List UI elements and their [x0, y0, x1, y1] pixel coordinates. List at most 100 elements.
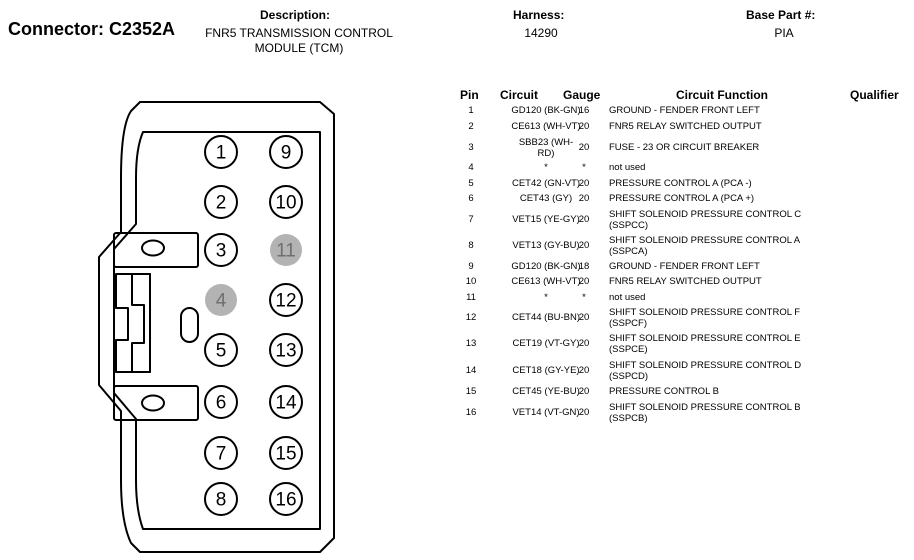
function-cell: GROUND - FENDER FRONT LEFT	[609, 261, 819, 272]
pin-circle-1	[204, 135, 238, 169]
circuit-cell-line: SBB23 (WH-	[518, 137, 574, 148]
circuit-cell-line: CET19 (VT-GY)	[512, 338, 580, 349]
pin-cell-line: 2	[468, 121, 474, 132]
gauge-cell-line: 20	[578, 142, 590, 153]
circuit-cell-line: CET45 (YE-BU)	[512, 386, 580, 397]
function-cell: FNR5 RELAY SWITCHED OUTPUT	[609, 276, 819, 287]
pin-cell-line: 14	[465, 365, 477, 376]
pin-cell: 5	[450, 178, 492, 189]
pin-cell: 1	[450, 105, 492, 116]
circuit-cell-line: VET14 (VT-GN)	[512, 407, 580, 418]
gauge-cell-line: 20	[578, 407, 590, 418]
pin-cell-line: 6	[468, 193, 474, 204]
function-cell: PRESSURE CONTROL A (PCA +)	[609, 193, 819, 204]
function-cell-line: SHIFT SOLENOID PRESSURE CONTROL A	[609, 235, 801, 246]
circuit-cell-line: *	[544, 292, 548, 303]
pin-cell-line: 10	[465, 276, 477, 287]
pin-circle-2	[204, 185, 238, 219]
function-cell: not used	[609, 162, 819, 173]
key-oval-upper	[141, 239, 165, 257]
circuit-cell: *	[476, 162, 616, 173]
connector-title: Connector: C2352A	[8, 19, 176, 39]
circuit-cell: CET45 (YE-BU)	[476, 386, 616, 397]
circuit-cell: VET14 (VT-GN)	[476, 407, 616, 418]
pin-cell-line: 7	[468, 214, 474, 225]
gauge-cell-line: 20	[578, 240, 590, 251]
function-cell-line: SHIFT SOLENOID PRESSURE CONTROL B	[609, 402, 801, 413]
pin-cell-line: 9	[468, 261, 474, 272]
pin-label-15: 15	[275, 444, 296, 465]
key-oval-center	[180, 307, 199, 343]
col-header-gauge: Gauge	[563, 88, 601, 102]
function-cell-line: SHIFT SOLENOID PRESSURE CONTROL F	[609, 307, 801, 318]
circuit-cell-line: CET42 (GN-VT)	[511, 178, 581, 189]
pin-circle-15	[269, 436, 303, 470]
function-cell: SHIFT SOLENOID PRESSURE CONTROL F(SSPCF)	[609, 307, 819, 329]
pin-circle-3	[204, 233, 238, 267]
harness-value: 14290	[524, 26, 558, 40]
circuit-cell-line: VET13 (GY-BU)	[512, 240, 580, 251]
pin-label-8: 8	[216, 490, 227, 511]
function-cell-line: PRESSURE CONTROL A (PCA -)	[609, 178, 752, 189]
circuit-cell-line: CE613 (WH-VT)	[511, 121, 581, 132]
col-header-qualifier: Qualifier	[850, 88, 899, 102]
gauge-cell-line: 20	[578, 365, 590, 376]
pin-cell-line: 3	[468, 142, 474, 153]
pin-cell-line: 1	[468, 105, 474, 116]
function-cell: FUSE - 23 OR CIRCUIT BREAKER	[609, 142, 819, 153]
gauge-cell: 20	[566, 142, 602, 153]
gauge-cell-line: 16	[578, 105, 590, 116]
gauge-cell: 20	[566, 407, 602, 418]
col-header-function: Circuit Function	[676, 88, 768, 102]
pin-label-13: 13	[275, 341, 296, 362]
pin-cell: 12	[450, 312, 492, 323]
base-part-value: PIA	[774, 26, 794, 40]
harness-label: Harness:	[513, 8, 565, 22]
description-value-line2: MODULE (TCM)	[254, 41, 344, 55]
function-cell: PRESSURE CONTROL A (PCA -)	[609, 178, 819, 189]
function-cell-line: FUSE - 23 OR CIRCUIT BREAKER	[609, 142, 760, 153]
pin-cell-line: 13	[465, 338, 477, 349]
circuit-cell-line: CET18 (GY-YE)	[512, 365, 580, 376]
function-cell-line: SHIFT SOLENOID PRESSURE CONTROL E	[609, 333, 801, 344]
circuit-cell-line: CET44 (BU-BN)	[511, 312, 581, 323]
gauge-cell-line: 20	[578, 193, 590, 204]
function-cell: SHIFT SOLENOID PRESSURE CONTROL C(SSPCC)	[609, 209, 819, 231]
pin-label-3: 3	[216, 241, 227, 262]
function-cell-line: (SSPCA)	[609, 246, 648, 257]
function-cell-line: not used	[609, 292, 646, 303]
pin-cell: 10	[450, 276, 492, 287]
function-cell-line: (SSPCE)	[609, 344, 648, 355]
pin-cell: 15	[450, 386, 492, 397]
gauge-cell: 20	[566, 365, 602, 376]
function-cell: SHIFT SOLENOID PRESSURE CONTROL A(SSPCA)	[609, 235, 819, 257]
function-cell-line: FNR5 RELAY SWITCHED OUTPUT	[609, 121, 762, 132]
key-oval-lower	[141, 394, 165, 412]
pin-label-2: 2	[216, 193, 227, 214]
pin-cell: 11	[450, 292, 492, 303]
circuit-cell: CET18 (GY-YE)	[476, 365, 616, 376]
circuit-cell-line: CE613 (WH-VT)	[511, 276, 581, 287]
circuit-cell-line: GD120 (BK-GN)	[511, 261, 581, 272]
pin-circle-5	[204, 333, 238, 367]
pin-circle-13	[269, 333, 303, 367]
pin-label-9: 9	[281, 143, 292, 164]
pin-cell: 14	[450, 365, 492, 376]
circuit-cell: CET44 (BU-BN)	[476, 312, 616, 323]
gauge-cell-line: 20	[578, 214, 590, 225]
function-cell: PRESSURE CONTROL B	[609, 386, 819, 397]
pin-cell: 8	[450, 240, 492, 251]
circuit-cell: GD120 (BK-GN)	[476, 261, 616, 272]
pin-label-5: 5	[216, 341, 227, 362]
function-cell-line: PRESSURE CONTROL A (PCA +)	[609, 193, 755, 204]
pin-label-14: 14	[275, 393, 297, 414]
circuit-cell: VET15 (YE-GY)	[476, 214, 616, 225]
pin-cell-line: 16	[465, 407, 477, 418]
circuit-cell-line: *	[544, 162, 548, 173]
gauge-cell: *	[566, 162, 602, 173]
circuit-cell-line: CET43 (GY)	[519, 193, 573, 204]
pin-label-4: 4	[216, 291, 227, 312]
pin-label-16: 16	[275, 490, 296, 511]
gauge-cell-line: 20	[578, 338, 590, 349]
pin-circle-8	[204, 482, 238, 516]
